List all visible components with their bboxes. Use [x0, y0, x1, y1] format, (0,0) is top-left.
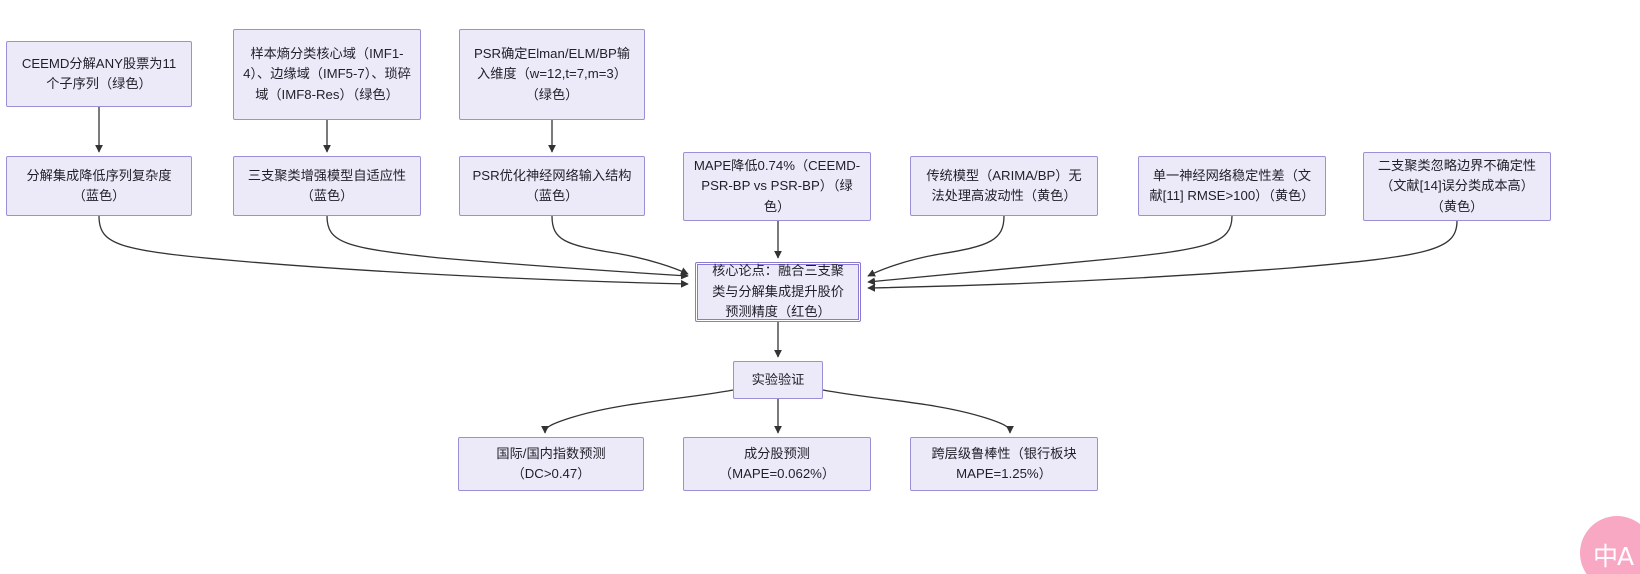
node-label: 样本熵分类核心域（IMF1-4）、边缘域（IMF5-7）、琐碎域（IMF8-Re… [243, 45, 411, 102]
node-cross-level-robustness-result[interactable]: 跨层级鲁棒性（银行板块MAPE=1.25%） [910, 437, 1098, 491]
node-label: 单一神经网络稳定性差（文献[11] RMSE>100）（黄色） [1149, 167, 1315, 203]
node-label: 核心论点：融合三支聚类与分解集成提升股价预测精度（红色） [712, 263, 844, 320]
node-label: PSR优化神经网络输入结构（蓝色） [472, 167, 632, 203]
node-reduce-sequence-complexity[interactable]: 分解集成降低序列复杂度（蓝色） [6, 156, 192, 216]
node-mape-reduction-result[interactable]: MAPE降低0.74%（CEEMD-PSR-BP vs PSR-BP）（绿色） [683, 152, 871, 221]
node-experimental-validation[interactable]: 实验验证 [733, 361, 823, 399]
node-label: CEEMD分解ANY股票为11个子序列（绿色） [21, 55, 177, 91]
node-label: 三支聚类增强模型自适应性（蓝色） [247, 167, 407, 203]
node-core-thesis[interactable]: 核心论点：融合三支聚类与分解集成提升股价预测精度（红色） [695, 262, 861, 322]
node-three-way-clustering-adaptivity[interactable]: 三支聚类增强模型自适应性（蓝色） [233, 156, 421, 216]
node-ceemd-decompose[interactable]: CEEMD分解ANY股票为11个子序列（绿色） [6, 41, 192, 107]
node-label: MAPE降低0.74%（CEEMD-PSR-BP vs PSR-BP）（绿色） [693, 157, 861, 214]
node-constituent-stock-forecast-result[interactable]: 成分股预测（MAPE=0.062%） [683, 437, 871, 491]
edge-n6-n11 [551, 215, 689, 275]
node-label: 实验验证 [751, 371, 805, 387]
watermark-badge: 中A [1580, 516, 1640, 574]
node-psr-input-dimension[interactable]: PSR确定Elman/ELM/BP输入维度（w=12,t=7,m=3）（绿色） [459, 29, 645, 120]
node-label: 成分股预测（MAPE=0.062%） [718, 445, 836, 481]
node-label: PSR确定Elman/ELM/BP输入维度（w=12,t=7,m=3）（绿色） [473, 45, 631, 102]
edge-n12-n13 [541, 389, 734, 434]
node-two-way-clustering-limitation[interactable]: 二支聚类忽略边界不确定性（文献[14]误分类成本高）（黄色） [1363, 152, 1551, 221]
edge-n9-n11 [867, 215, 1233, 286]
edge-n8-n11 [867, 215, 1005, 277]
node-label: 分解集成降低序列复杂度（蓝色） [26, 167, 172, 203]
watermark-text: 中A [1592, 542, 1634, 571]
node-index-forecast-result[interactable]: 国际/国内指数预测（DC>0.47） [458, 437, 644, 491]
node-single-nn-stability-issue[interactable]: 单一神经网络稳定性差（文献[11] RMSE>100）（黄色） [1138, 156, 1326, 216]
node-label: 跨层级鲁棒性（银行板块MAPE=1.25%） [931, 445, 1077, 481]
node-sample-entropy-classify[interactable]: 样本熵分类核心域（IMF1-4）、边缘域（IMF5-7）、琐碎域（IMF8-Re… [233, 29, 421, 120]
node-label: 传统模型（ARIMA/BP）无法处理高波动性（黄色） [926, 167, 1082, 203]
node-psr-optimize-nn-input[interactable]: PSR优化神经网络输入结构（蓝色） [459, 156, 645, 216]
edge-n12-n15 [822, 389, 1014, 434]
node-label: 二支聚类忽略边界不确定性（文献[14]误分类成本高）（黄色） [1377, 157, 1537, 214]
edge-n4-n11 [98, 215, 689, 288]
edge-n5-n11 [326, 215, 689, 280]
node-traditional-model-limitation[interactable]: 传统模型（ARIMA/BP）无法处理高波动性（黄色） [910, 156, 1098, 216]
edge-n10-n11 [867, 220, 1458, 292]
node-label: 国际/国内指数预测（DC>0.47） [496, 445, 606, 481]
